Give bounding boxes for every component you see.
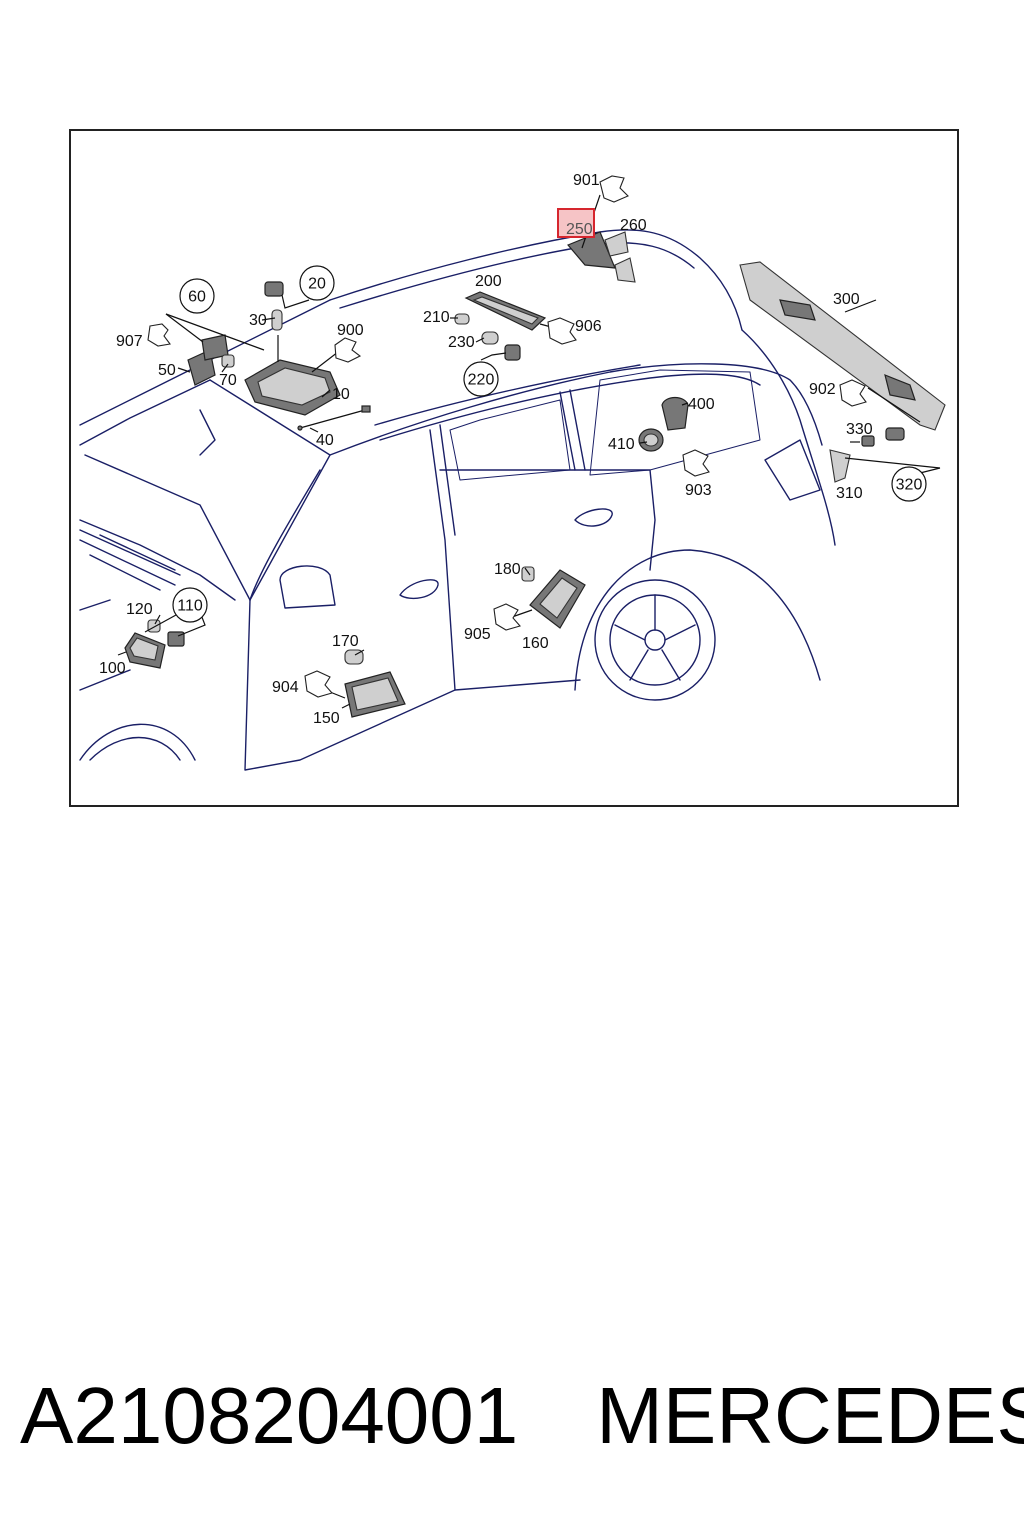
label-10: 10	[332, 386, 350, 403]
label-150: 150	[313, 710, 340, 727]
footer-caption: A2108204001 MERCEDES	[20, 1370, 1024, 1470]
label-904: 904	[272, 679, 299, 696]
label-903: 903	[685, 482, 712, 499]
label-120: 120	[126, 601, 153, 618]
callout-110: 110	[177, 598, 203, 615]
label-310: 310	[836, 485, 863, 502]
label-40: 40	[316, 432, 334, 449]
part-number: A2108204001	[20, 1371, 519, 1460]
label-900: 900	[337, 322, 364, 339]
label-905: 905	[464, 626, 491, 643]
label-400: 400	[688, 396, 715, 413]
label-902: 902	[809, 381, 836, 398]
callout-220: 220	[468, 372, 495, 389]
label-30: 30	[249, 312, 267, 329]
label-901: 901	[573, 172, 600, 189]
label-410: 410	[608, 436, 635, 453]
label-170: 170	[332, 633, 359, 650]
label-210: 210	[423, 309, 450, 326]
callout-60: 60	[188, 289, 206, 306]
label-906: 906	[575, 318, 602, 335]
label-180: 180	[494, 561, 521, 578]
brand-name: MERCEDES	[596, 1371, 1024, 1460]
label-330: 330	[846, 421, 873, 438]
label-907: 907	[116, 333, 143, 350]
parts	[124, 231, 946, 718]
tags	[147, 175, 867, 698]
car-outline	[79, 229, 836, 771]
callouts: 60 20 220 320 110	[172, 265, 927, 623]
highlighted-part-label[interactable]: 250	[557, 208, 595, 238]
label-50: 50	[158, 362, 176, 379]
callout-20: 20	[308, 276, 326, 293]
label-300: 300	[833, 291, 860, 308]
label-100: 100	[99, 660, 126, 677]
label-250: 250	[566, 221, 593, 238]
label-260: 260	[620, 217, 647, 234]
label-70: 70	[219, 372, 237, 389]
label-160: 160	[522, 635, 549, 652]
label-200: 200	[475, 273, 502, 290]
callout-320: 320	[896, 477, 923, 494]
part-labels: 901 260 200 210 906 230 30 900 907 50 70…	[99, 172, 873, 727]
leader-lines	[117, 194, 941, 709]
label-230: 230	[448, 334, 475, 351]
